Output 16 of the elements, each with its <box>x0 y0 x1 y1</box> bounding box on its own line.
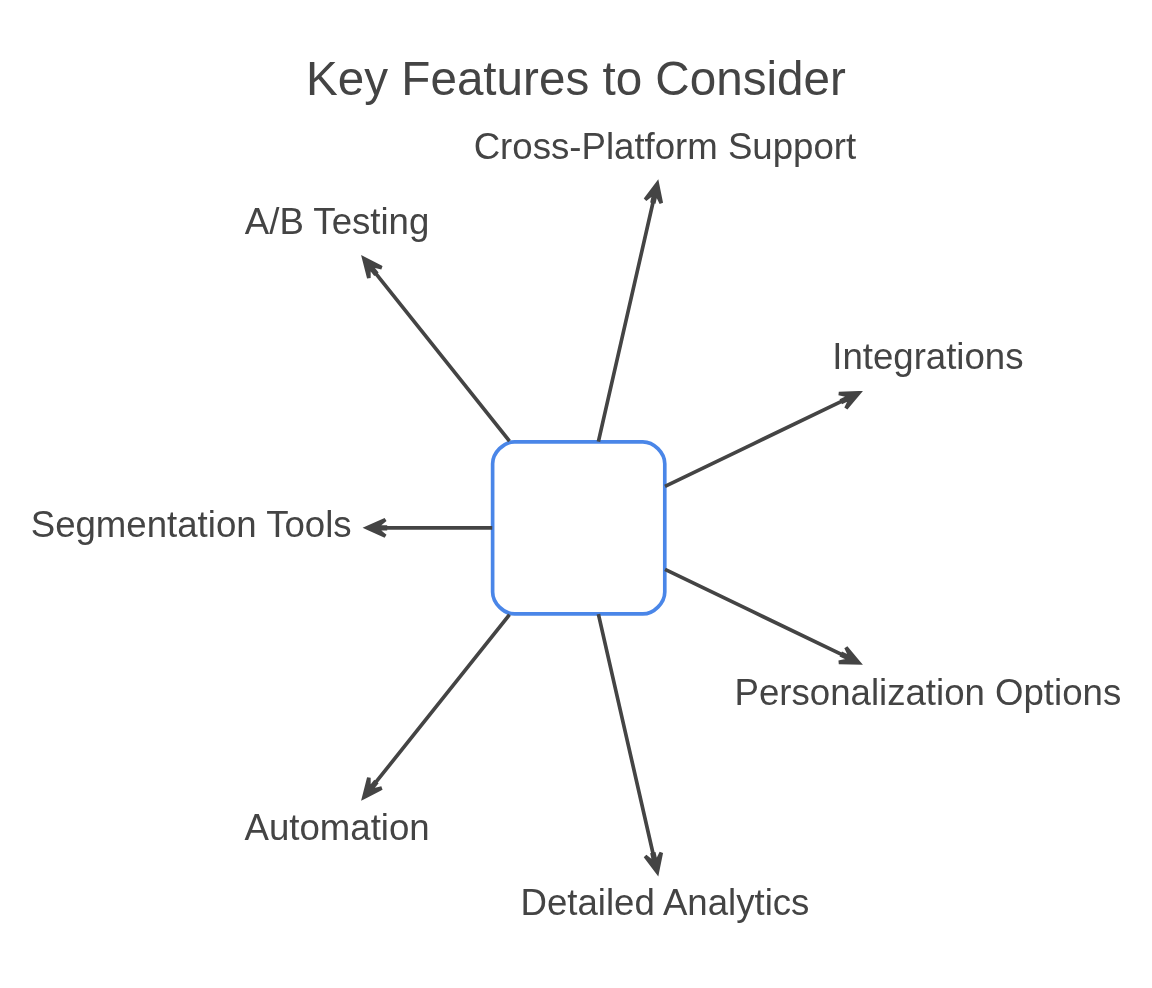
arrow <box>362 256 511 443</box>
node-text: Integrations <box>832 335 1024 377</box>
node-box <box>490 439 667 616</box>
node-text: Automation <box>244 807 430 849</box>
node-text: A/B Testing <box>244 201 430 243</box>
arrow <box>664 567 861 665</box>
arrow <box>664 391 861 488</box>
node-text: Personalization Options <box>734 672 1122 714</box>
arrow <box>362 613 511 800</box>
diagram-title: Key Features to Consider <box>306 51 846 105</box>
node-text: Detailed Analytics <box>520 881 810 923</box>
arrow <box>596 613 664 875</box>
node-text: Cross-Platform Support <box>473 126 857 168</box>
node-text: Segmentation Tools <box>30 504 352 546</box>
arrow <box>596 181 664 443</box>
arrow <box>365 517 493 538</box>
